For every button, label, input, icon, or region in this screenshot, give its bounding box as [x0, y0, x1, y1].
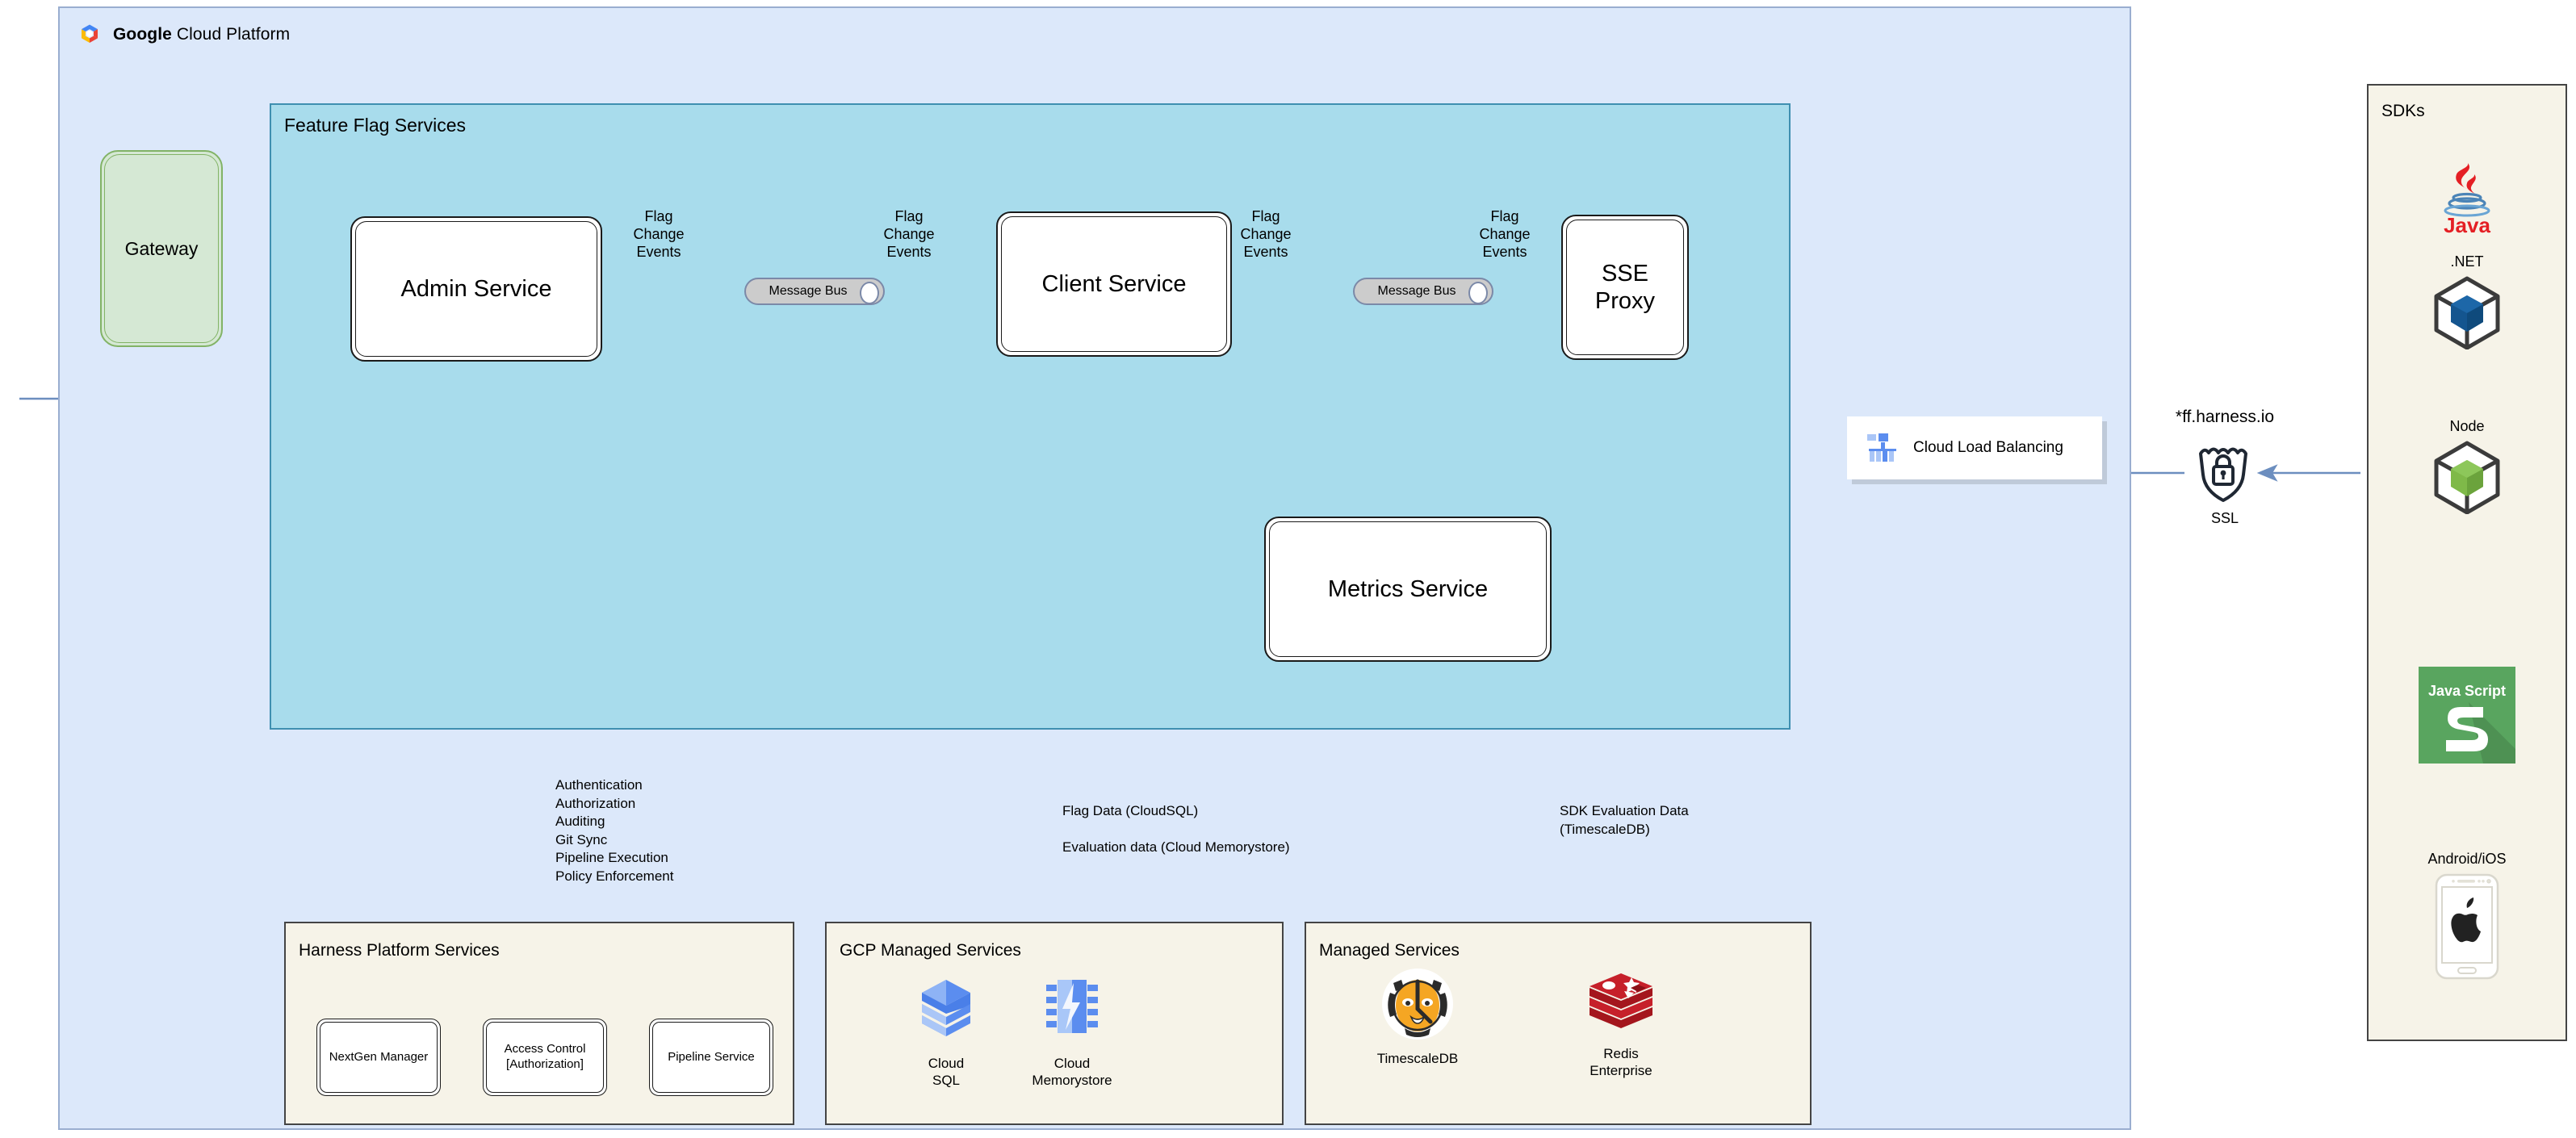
admin-service-label: Admin Service: [400, 275, 552, 302]
sdk-item-node[interactable]: Node: [2367, 418, 2567, 518]
google-cloud-logo: [82, 24, 98, 43]
managed-services-title: Managed Services: [1319, 941, 1460, 960]
gateway-label: Gateway: [124, 237, 199, 259]
nextgen-manager-node[interactable]: NextGen Manager: [316, 1019, 441, 1096]
note-sdk-evaluation-data: SDK Evaluation Data (TimescaleDB): [1560, 803, 1689, 837]
sdk-label-node: Node: [2449, 418, 2485, 434]
message-bus-node-2[interactable]: Message Bus: [1353, 278, 1493, 305]
sdk-item-android-ios[interactable]: Android/iOS: [2367, 851, 2567, 985]
cloud-sql-icon: [922, 980, 970, 1036]
edge-label-flag-change-events-1: Flag Change Events: [633, 208, 685, 260]
gcp-title-rest: Cloud Platform: [171, 25, 291, 44]
dotnet-cube-icon: [2434, 276, 2500, 350]
cloud-memorystore-icon: [1046, 980, 1098, 1033]
access-control-node[interactable]: Access Control [Authorization]: [483, 1019, 607, 1096]
cylinder-cap-icon: [860, 282, 879, 304]
message-bus-node-1[interactable]: Message Bus: [744, 278, 885, 305]
redis-node[interactable]: Redis Enterprise: [1556, 970, 1686, 1080]
pipeline-service-label: Pipeline Service: [668, 1049, 755, 1064]
edge-label-flag-change-events-4: Flag Change Events: [1479, 208, 1531, 260]
cylinder-cap-icon: [1468, 282, 1488, 304]
harness-platform-services-title: Harness Platform Services: [299, 941, 500, 960]
phone-apple-icon: [2435, 873, 2499, 980]
node-cube-icon: [2434, 441, 2500, 515]
sse-proxy-node[interactable]: SSE Proxy: [1561, 215, 1689, 360]
redis-label: Redis Enterprise: [1590, 1046, 1652, 1079]
timescaledb-tiger-icon: [1382, 969, 1453, 1040]
svg-text:Java Script: Java Script: [2428, 683, 2506, 699]
javascript-logo: Java Script: [2419, 667, 2515, 764]
cloud-sql-label: Cloud SQL: [928, 1056, 965, 1089]
ff-domain-label: *ff.harness.io: [2175, 408, 2275, 426]
ssl-label: SSL: [2210, 510, 2239, 526]
metrics-service-label: Metrics Service: [1327, 575, 1489, 602]
gcp-title-bold: Google: [113, 25, 172, 44]
gateway-node[interactable]: Gateway: [100, 150, 223, 347]
metrics-service-node[interactable]: Metrics Service: [1264, 517, 1552, 662]
sdk-label-android-ios: Android/iOS: [2427, 851, 2507, 867]
cloud-load-balancing-label: Cloud Load Balancing: [1913, 439, 2063, 456]
redis-icon: [1590, 973, 1652, 1028]
client-service-label: Client Service: [1041, 270, 1187, 297]
svg-text:Java: Java: [2444, 213, 2490, 236]
note-harness-platform: Authentication Authorization Auditing Gi…: [555, 777, 674, 885]
sdks-title: SDKs: [2381, 102, 2425, 120]
edge-label-flag-change-events-3: Flag Change Events: [1240, 208, 1292, 260]
gcp-header: Google Cloud Platform: [77, 21, 417, 48]
admin-service-node[interactable]: Admin Service: [350, 216, 602, 362]
gcp-title: Google Cloud Platform: [113, 25, 290, 44]
feature-flag-services-panel: [270, 103, 1791, 730]
ssl-shield-lock-icon: [2199, 447, 2247, 502]
timescaledb-label: TimescaleDB: [1376, 1051, 1459, 1066]
sdk-item-java[interactable]: Java: [2367, 158, 2567, 240]
cloud-memorystore-label: Cloud Memorystore: [1032, 1056, 1112, 1089]
feature-flag-services-title: Feature Flag Services: [284, 115, 466, 136]
sse-proxy-label: SSE Proxy: [1594, 260, 1656, 314]
cloud-load-balancing-node[interactable]: Cloud Load Balancing: [1847, 416, 2102, 479]
timescaledb-node[interactable]: TimescaleDB: [1353, 967, 1482, 1067]
sdk-item-javascript[interactable]: Java Script: [2367, 667, 2567, 768]
nextgen-manager-label: NextGen Manager: [329, 1049, 429, 1064]
note-flag-data: Flag Data (CloudSQL) Evaluation data (Cl…: [1062, 803, 1290, 856]
access-control-label: Access Control [Authorization]: [504, 1042, 586, 1071]
message-bus-label-2: Message Bus: [1377, 284, 1456, 298]
sdk-item-dotnet[interactable]: .NET: [2367, 253, 2567, 354]
gcp-managed-services-title: GCP Managed Services: [840, 941, 1021, 960]
cloud-memorystore-node[interactable]: Cloud Memorystore: [1007, 977, 1137, 1090]
sdk-label-dotnet: .NET: [2450, 253, 2484, 270]
message-bus-label-1: Message Bus: [769, 284, 848, 298]
edge-label-flag-change-events-2: Flag Change Events: [883, 208, 935, 260]
cloud-sql-node[interactable]: Cloud SQL: [882, 977, 1011, 1090]
cloud-load-balancing-icon: [1867, 433, 1896, 462]
java-logo: Java: [2444, 163, 2490, 237]
client-service-node[interactable]: Client Service: [996, 211, 1232, 357]
pipeline-service-node[interactable]: Pipeline Service: [649, 1019, 773, 1096]
